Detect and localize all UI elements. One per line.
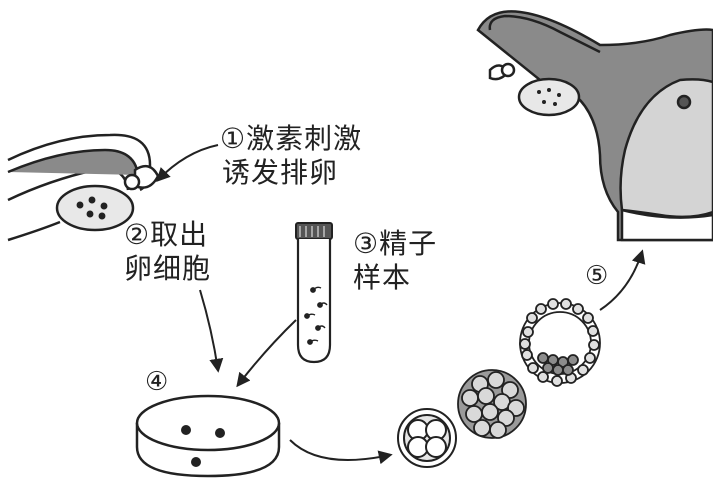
uterus-illustration <box>478 11 713 240</box>
sperm-tube <box>296 223 332 362</box>
arrow-hormone <box>158 145 218 180</box>
step2-line1: 取出 <box>150 218 208 251</box>
step3-line2: 样本 <box>353 261 411 294</box>
implanted-embryo <box>678 96 690 108</box>
blastocyst <box>520 299 600 386</box>
arrow-egg-to-dish <box>200 290 218 370</box>
egg-cell-right <box>502 64 514 76</box>
step3-label: ③精子 样本 <box>353 227 437 295</box>
step1-line1: 激素刺激 <box>246 122 362 155</box>
arrow-sperm-to-dish <box>238 320 296 385</box>
step2-label: ②取出 卵细胞 <box>124 218 211 286</box>
step4-number: ④ <box>145 368 168 396</box>
step1-line2: 诱发排卵 <box>222 156 338 189</box>
step3-line1: 精子 <box>379 227 437 260</box>
step2-number: ② <box>124 218 150 251</box>
ovary-right <box>519 79 579 115</box>
egg-cell-left <box>125 175 139 189</box>
step1-number: ① <box>220 122 246 155</box>
petri-dish <box>137 396 279 476</box>
morula <box>458 370 526 438</box>
step5-number: ⑤ <box>585 262 608 290</box>
four-cell-embryo <box>398 409 456 467</box>
ovary-left <box>57 186 133 230</box>
arrow-dish-to-embryo <box>290 440 390 460</box>
step2-line2: 卵细胞 <box>124 252 211 285</box>
step1-label: ①激素刺激 诱发排卵 <box>220 122 362 190</box>
step3-number: ③ <box>353 227 379 260</box>
